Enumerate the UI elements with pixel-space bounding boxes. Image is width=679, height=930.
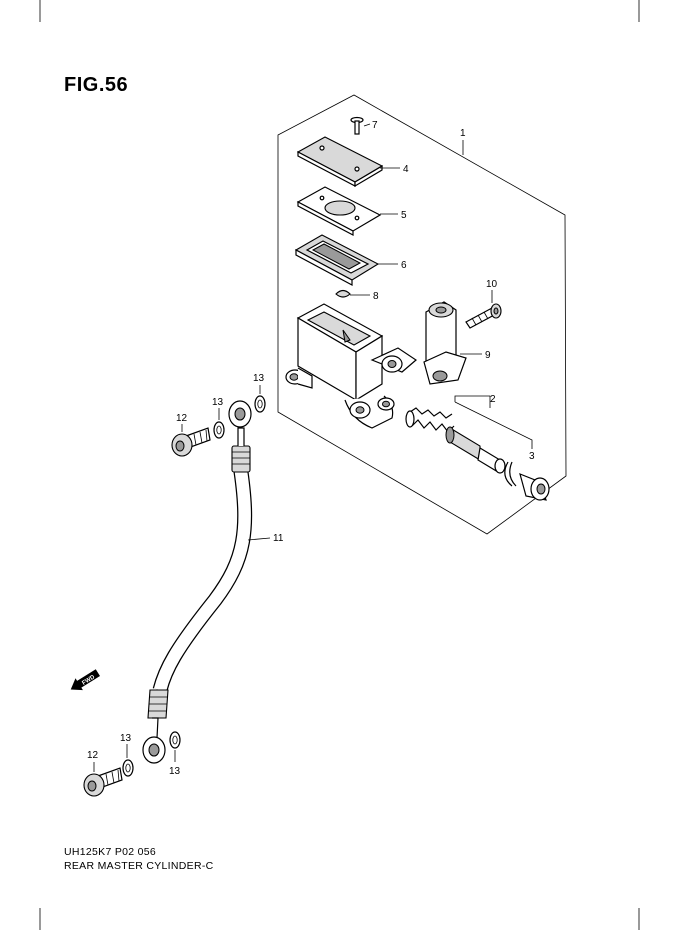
leader-lines bbox=[93, 123, 533, 772]
float-part-8 bbox=[335, 289, 351, 298]
washer-part-13 bbox=[169, 731, 181, 749]
callout-13-lower-left: 13 bbox=[120, 733, 132, 744]
piston-kit-part-2 bbox=[405, 407, 506, 474]
washer-part-13 bbox=[254, 395, 266, 413]
master-cylinder-body bbox=[285, 303, 417, 429]
drawing-code: UH125K7 P02 056 bbox=[64, 846, 157, 858]
kit-boundary bbox=[277, 94, 567, 535]
callout-6: 6 bbox=[401, 260, 407, 271]
forward-direction-badge: FWD bbox=[70, 669, 100, 691]
callout-3: 3 bbox=[529, 451, 535, 462]
joint-part-9 bbox=[423, 301, 467, 385]
callout-10: 10 bbox=[486, 279, 498, 290]
washer-part-13 bbox=[122, 759, 134, 777]
callout-1: 1 bbox=[460, 128, 466, 139]
reservoir-cap-part-4 bbox=[296, 136, 384, 188]
callout-13-upper-left: 13 bbox=[212, 397, 224, 408]
boot-part-3 bbox=[519, 472, 550, 501]
union-bolt-part-12 bbox=[83, 767, 123, 797]
callout-7: 7 bbox=[372, 120, 378, 131]
callout-9: 9 bbox=[485, 350, 491, 361]
callout-13-upper-right: 13 bbox=[253, 373, 265, 384]
union-bolt-part-12 bbox=[171, 427, 211, 457]
crop-marks bbox=[39, 0, 640, 930]
drawing-caption: REAR MASTER CYLINDER-C bbox=[64, 860, 214, 872]
diaphragm-part-6 bbox=[294, 234, 380, 287]
callout-12-upper: 12 bbox=[176, 413, 188, 424]
screw-part-7 bbox=[350, 116, 364, 135]
figure-title: FIG.56 bbox=[64, 74, 129, 96]
callout-11: 11 bbox=[273, 533, 284, 544]
callout-8: 8 bbox=[373, 291, 379, 302]
callout-5: 5 bbox=[401, 210, 407, 221]
plate-part-5 bbox=[296, 186, 382, 236]
callout-labels: 1 2 3 4 5 6 7 8 9 10 11 12 12 13 13 13 1… bbox=[87, 120, 535, 777]
brake-hose-part-11 bbox=[142, 400, 253, 764]
bolt-part-10 bbox=[465, 303, 502, 329]
washer-part-13 bbox=[213, 421, 225, 439]
callout-13-lower-right: 13 bbox=[169, 766, 181, 777]
callout-4: 4 bbox=[403, 164, 409, 175]
circlip-part-3 bbox=[504, 461, 517, 487]
callout-12-lower: 12 bbox=[87, 750, 99, 761]
callout-2: 2 bbox=[490, 394, 496, 405]
